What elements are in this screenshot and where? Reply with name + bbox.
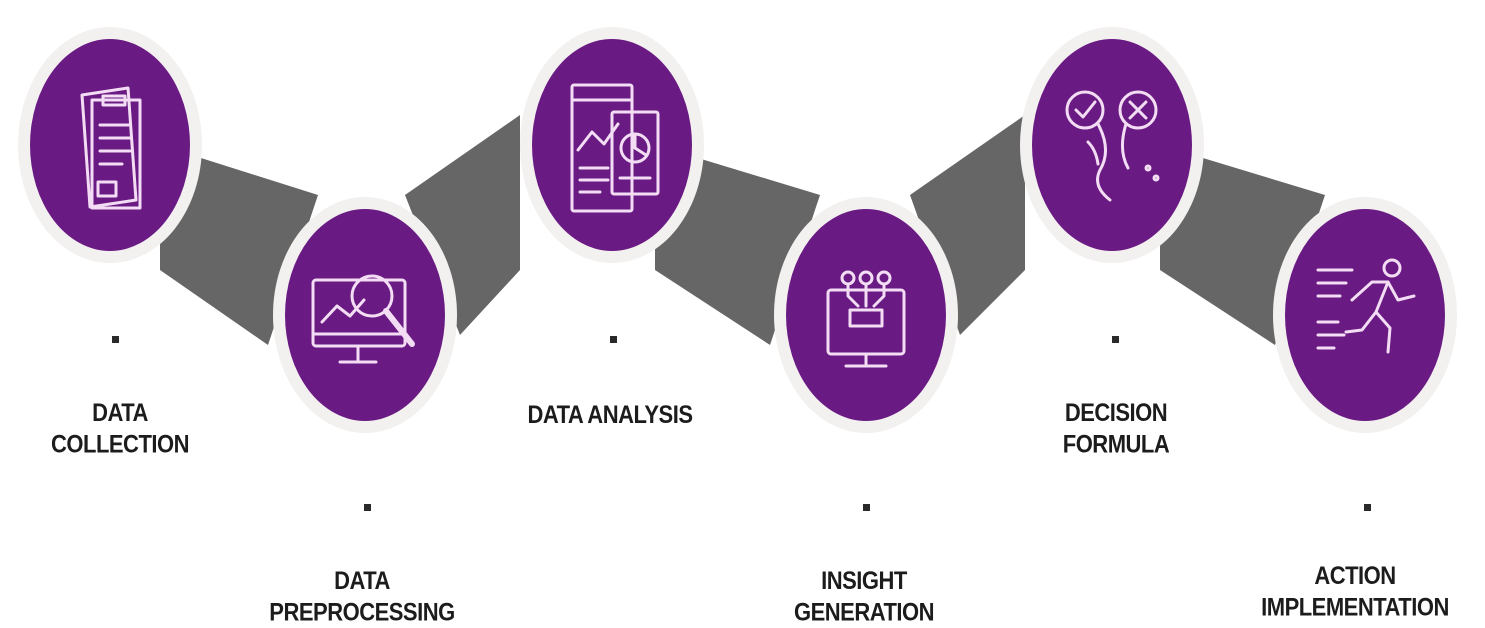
step-1-circle: [18, 27, 202, 263]
step-2-circle: [273, 197, 457, 433]
clipboard-document-icon: [80, 86, 142, 210]
running-person-icon: [1316, 258, 1416, 354]
step-6-circle: [1273, 197, 1457, 433]
connector-2-3: [405, 115, 520, 335]
step-1-label: DATA COLLECTION: [51, 398, 190, 459]
step-4-label: INSIGHT GENERATION: [793, 566, 935, 627]
step-5-dot: [1112, 336, 1119, 343]
monitor-circuit-icon: [826, 270, 906, 368]
step-6-dot: [1364, 504, 1371, 511]
step-4-circle: [774, 197, 958, 433]
step-6-label: ACTION IMPLEMENTATION: [1261, 561, 1449, 622]
step-5-circle: [1020, 27, 1204, 263]
step-5-label: DECISION FORMULA: [1062, 398, 1170, 459]
step-4-dot: [863, 504, 870, 511]
analytics-report-icon: [570, 83, 660, 213]
monitor-magnifier-chart-icon: [311, 274, 415, 364]
connector-4-5: [910, 115, 1025, 335]
step-3-dot: [610, 336, 617, 343]
approve-reject-choice-icon: [1065, 90, 1160, 202]
step-3-circle: [520, 27, 704, 263]
step-2-dot: [364, 504, 371, 511]
step-1-dot: [112, 336, 119, 343]
step-3-label: DATA ANALYSIS: [527, 400, 693, 429]
step-2-label: DATA PREPROCESSING: [269, 566, 455, 627]
